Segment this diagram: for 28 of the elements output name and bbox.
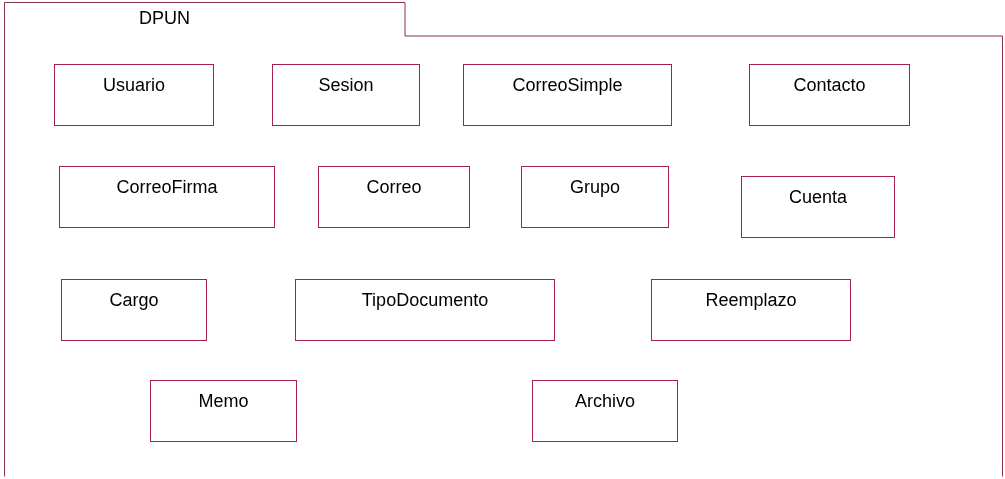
class-box bbox=[54, 64, 214, 126]
class-box bbox=[150, 380, 297, 442]
class-name: Archivo bbox=[574, 391, 636, 412]
class-name: Sesion bbox=[317, 75, 375, 96]
class-box bbox=[318, 166, 470, 228]
class-box bbox=[59, 166, 275, 228]
class-box bbox=[741, 176, 895, 238]
class-name: Cuenta bbox=[787, 187, 848, 208]
class-name: Contacto bbox=[792, 75, 867, 96]
class-name: Usuario bbox=[102, 75, 166, 96]
class-box bbox=[272, 64, 420, 126]
class-name: CorreoFirma bbox=[115, 177, 219, 198]
class-box bbox=[463, 64, 672, 126]
package-name: DPUN bbox=[139, 8, 190, 29]
class-name: Memo bbox=[197, 391, 250, 412]
class-box bbox=[295, 279, 555, 341]
class-name: Reemplazo bbox=[704, 290, 798, 311]
package-frame bbox=[4, 2, 1003, 477]
class-name: CorreoSimple bbox=[511, 75, 624, 96]
class-name: Cargo bbox=[108, 290, 160, 311]
class-box bbox=[651, 279, 851, 341]
class-name: TipoDocumento bbox=[360, 290, 490, 311]
class-name: Correo bbox=[365, 177, 423, 198]
class-box bbox=[521, 166, 669, 228]
class-box bbox=[532, 380, 678, 442]
class-box bbox=[61, 279, 207, 341]
class-name: Grupo bbox=[569, 177, 621, 198]
class-box bbox=[749, 64, 910, 126]
